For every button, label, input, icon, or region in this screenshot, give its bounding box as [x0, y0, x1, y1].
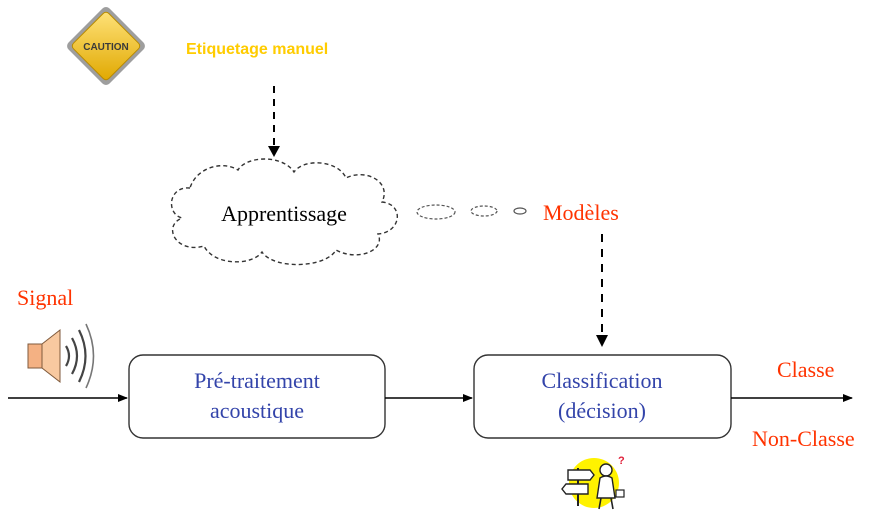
- svg-text:?: ?: [618, 455, 625, 467]
- pretraitement-line1: Pré-traitement: [194, 368, 320, 393]
- classification-box: Classification (décision): [473, 354, 732, 439]
- apprentissage-cloud: Apprentissage: [170, 158, 398, 266]
- pretraitement-line2: acoustique: [210, 398, 304, 423]
- arrowhead-etiquetage: [268, 146, 280, 157]
- classification-line2: (décision): [558, 398, 646, 423]
- speaker-icon: [27, 323, 95, 389]
- modeles-label: Modèles: [543, 200, 619, 225]
- classe-label: Classe: [777, 357, 834, 382]
- thought-bubble-large: [416, 204, 456, 220]
- caution-sign-icon: CAUTION: [67, 7, 145, 85]
- arrowhead-modeles: [596, 335, 608, 347]
- signal-label: Signal: [17, 285, 73, 310]
- caution-sign-label: CAUTION: [83, 42, 129, 53]
- thought-bubble-small: [513, 207, 527, 215]
- apprentissage-label: Apprentissage: [221, 201, 347, 226]
- non-classe-label: Non-Classe: [752, 426, 855, 451]
- thought-bubble-medium: [470, 205, 498, 217]
- pretraitement-box: Pré-traitement acoustique: [128, 354, 386, 439]
- classification-line1: Classification: [542, 368, 663, 393]
- decision-signpost-icon: ?: [561, 455, 625, 510]
- etiquetage-label: Etiquetage manuel: [186, 41, 328, 58]
